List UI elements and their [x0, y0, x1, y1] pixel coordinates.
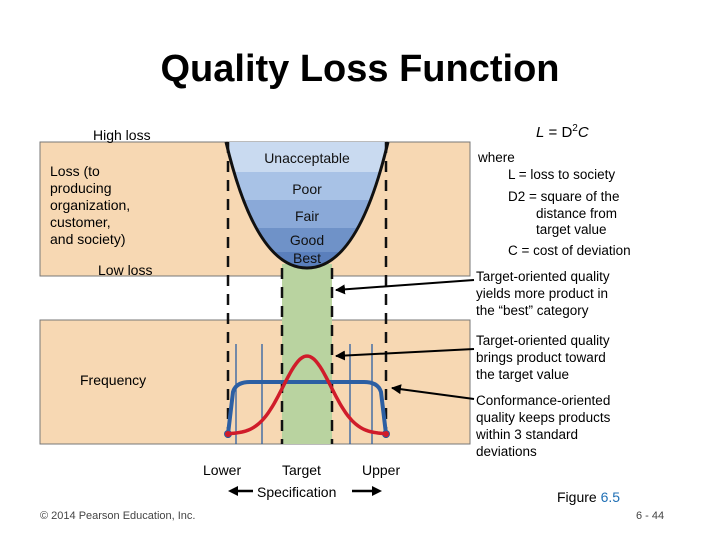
spec-arrow-left-head — [228, 486, 238, 496]
frequency-gridlines — [235, 344, 373, 444]
loss-description: Loss (to producing organization, custome… — [50, 163, 131, 247]
high-loss-label: High loss — [93, 127, 151, 143]
target-curve-end-left — [225, 431, 231, 437]
specification-label: Specification — [257, 484, 337, 500]
best-channel — [282, 264, 332, 444]
lower-label: Lower — [203, 462, 242, 478]
target-curve-end-right — [383, 431, 389, 437]
figure-label: Figure 6.5 — [557, 489, 621, 505]
upper-label: Upper — [362, 462, 401, 478]
frequency-label: Frequency — [80, 372, 147, 388]
copyright: © 2014 Pearson Education, Inc. — [40, 510, 196, 522]
where-target: target value — [536, 222, 607, 237]
zone-fair: Fair — [294, 208, 320, 224]
where-heading: where — [478, 150, 515, 165]
where-c: C = cost of deviation — [508, 243, 631, 258]
where-d2: D2 = square of the — [508, 189, 620, 204]
target-label: Target — [282, 462, 321, 478]
page-title: Quality Loss Function — [160, 48, 560, 90]
zone-good: Good — [289, 232, 325, 248]
conformance-curve — [226, 380, 388, 435]
formula: L = D2C — [536, 123, 589, 141]
spec-arrow-right-head — [372, 486, 382, 496]
arrow-conformance — [391, 384, 475, 400]
arrow-best — [335, 279, 475, 295]
zone-poor: Poor — [292, 181, 322, 197]
target-curve — [227, 354, 387, 436]
loss-curve — [224, 141, 390, 270]
where-l: L = loss to society — [508, 167, 616, 182]
where-distance: distance from — [536, 206, 618, 221]
page-number: 6 - 44 — [636, 510, 665, 522]
zone-best: Best — [292, 250, 321, 266]
arrow-target — [335, 348, 475, 361]
low-loss-label: Low loss — [98, 262, 153, 278]
zone-unacceptable: Unacceptable — [264, 150, 350, 166]
